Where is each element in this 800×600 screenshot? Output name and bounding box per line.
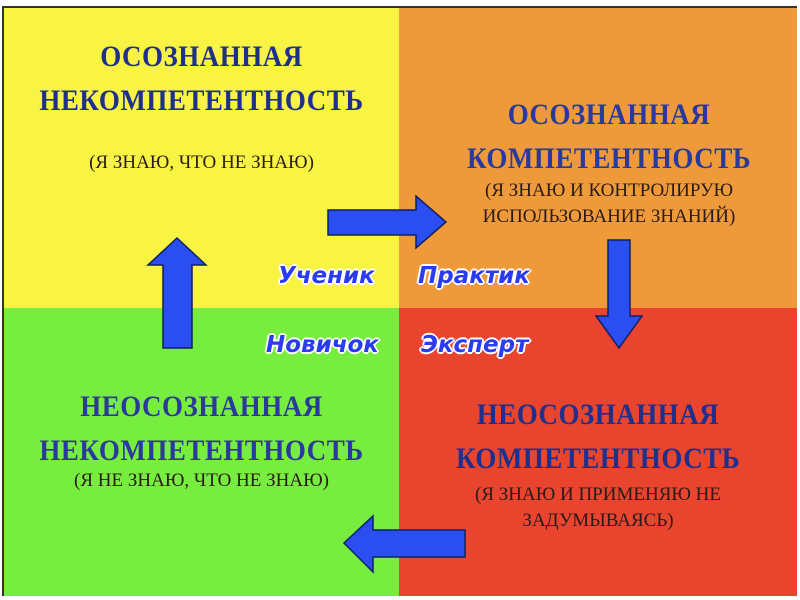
quadrant-title: ОСОЗНАННАЯ НЕКОМПЕТЕНТНОСТЬ	[4, 34, 399, 122]
subtitle-line: ИСПОЛЬЗОВАНИЕ ЗНАНИЙ)	[482, 206, 736, 227]
role-label-expert: Эксперт	[421, 332, 529, 358]
quadrant-title: ОСОЗНАННАЯ КОМПЕТЕНТНОСТЬ	[419, 92, 799, 180]
quadrant-title: НЕОСОЗНАННАЯ КОМПЕТЕНТНОСТЬ	[399, 392, 797, 480]
arrow-down-icon	[594, 239, 644, 350]
title-line: ОСОЗНАННАЯ	[100, 39, 303, 73]
subtitle-line: (Я ЗНАЮ И ПРИМЕНЯЮ НЕ	[475, 484, 721, 505]
quadrant-unconscious-incompetence: НЕОСОЗНАННАЯ НЕКОМПЕТЕНТНОСТЬ (Я НЕ ЗНАЮ…	[4, 308, 399, 596]
title-line: КОМПЕТЕНТНОСТЬ	[466, 141, 752, 175]
quadrant-subtitle: (Я ЗНАЮ, ЧТО НЕ ЗНАЮ)	[89, 152, 314, 173]
subtitle-line: (Я ЗНАЮ И КОНТРОЛИРУЮ	[485, 180, 733, 201]
title-line: НЕОСОЗНАННАЯ	[476, 397, 720, 431]
role-label-student: Ученик	[278, 263, 375, 289]
title-line: НЕКОМПЕТЕНТНОСТЬ	[39, 83, 364, 117]
quadrant-title: НЕОСОЗНАННАЯ НЕКОМПЕТЕНТНОСТЬ	[4, 384, 399, 472]
quadrant-conscious-competence: ОСОЗНАННАЯ КОМПЕТЕНТНОСТЬ (Я ЗНАЮ И КОНТ…	[399, 8, 797, 308]
title-line: КОМПЕТЕНТНОСТЬ	[455, 441, 741, 475]
quadrant-unconscious-competence: НЕОСОЗНАННАЯ КОМПЕТЕНТНОСТЬ (Я ЗНАЮ И ПР…	[399, 308, 797, 596]
title-line: ОСОЗНАННАЯ	[507, 97, 711, 131]
title-line: НЕКОМПЕТЕНТНОСТЬ	[39, 433, 364, 467]
arrow-right-icon	[327, 194, 448, 250]
quadrant-subtitle: (Я ЗНАЮ И ПРИМЕНЯЮ НЕ ЗАДУМЫВАЯСЬ)	[399, 482, 797, 534]
role-label-practitioner: Практик	[418, 263, 530, 289]
arrow-up-icon	[146, 236, 208, 349]
role-label-novice: Новичок	[266, 332, 379, 358]
quadrant-conscious-incompetence: ОСОЗНАННАЯ НЕКОМПЕТЕНТНОСТЬ (Я ЗНАЮ, ЧТО…	[4, 8, 399, 308]
quadrant-subtitle: (Я ЗНАЮ И КОНТРОЛИРУЮ ИСПОЛЬЗОВАНИЕ ЗНАН…	[419, 178, 799, 230]
subtitle-line: ЗАДУМЫВАЯСЬ)	[522, 510, 674, 531]
diagram-frame	[2, 6, 797, 596]
quadrant-subtitle: (Я НЕ ЗНАЮ, ЧТО НЕ ЗНАЮ)	[74, 470, 329, 491]
arrow-left-icon	[342, 514, 466, 574]
title-line: НЕОСОЗНАННАЯ	[80, 389, 323, 423]
